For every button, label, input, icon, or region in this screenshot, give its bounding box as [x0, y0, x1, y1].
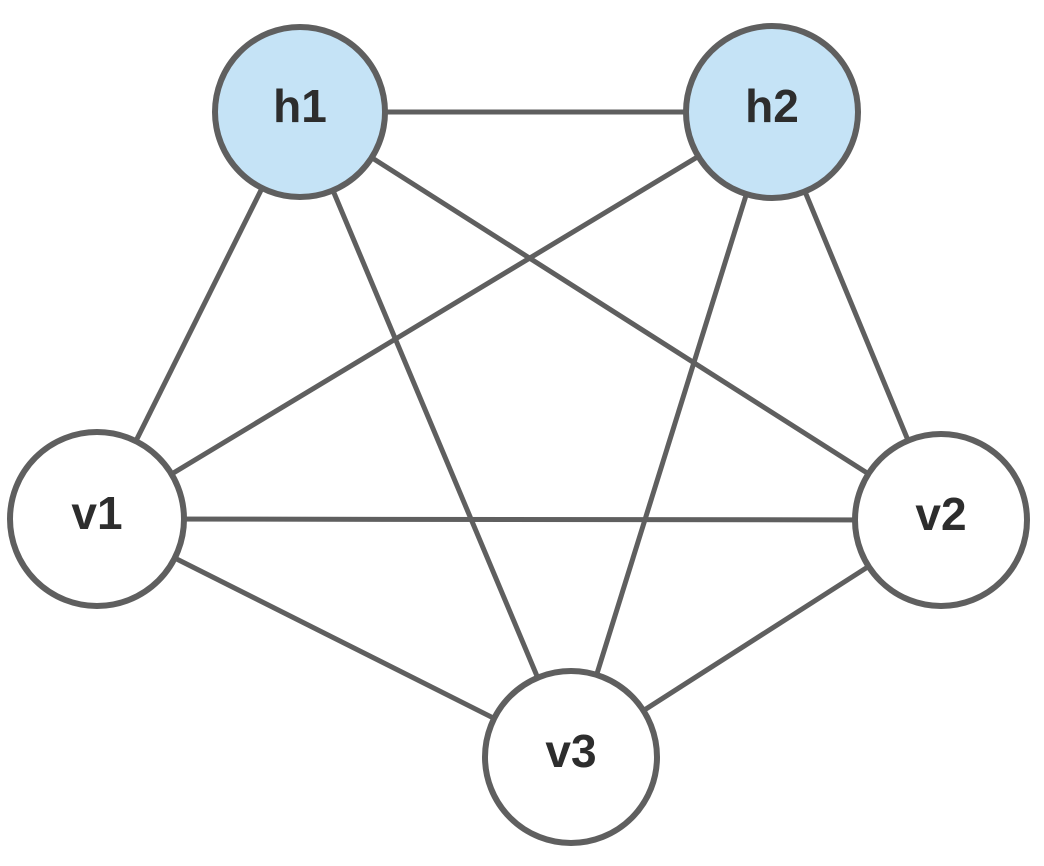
node-circle-v3 — [482, 668, 660, 846]
node-h1: h1 — [212, 24, 388, 200]
node-circle-v1 — [7, 429, 187, 609]
node-label-v3: v3 — [545, 725, 596, 777]
node-label-v2: v2 — [915, 488, 966, 540]
node-v1: v1 — [7, 429, 187, 609]
node-label-v1: v1 — [71, 487, 122, 539]
node-h2: h2 — [683, 23, 861, 201]
node-label-h1: h1 — [273, 80, 327, 132]
edge-v1-v2 — [96, 516, 942, 523]
edge-h2-v3 — [568, 111, 775, 758]
node-v3: v3 — [482, 668, 660, 846]
node-circle-h1 — [212, 24, 388, 200]
node-circle-v2 — [852, 431, 1030, 609]
node-v2: v2 — [852, 431, 1030, 609]
node-circle-h2 — [683, 23, 861, 201]
edge-h1-v2 — [298, 109, 943, 523]
edge-h1-v3 — [297, 111, 574, 758]
node-label-h2: h2 — [745, 80, 799, 132]
edge-h2-v1 — [95, 109, 774, 522]
